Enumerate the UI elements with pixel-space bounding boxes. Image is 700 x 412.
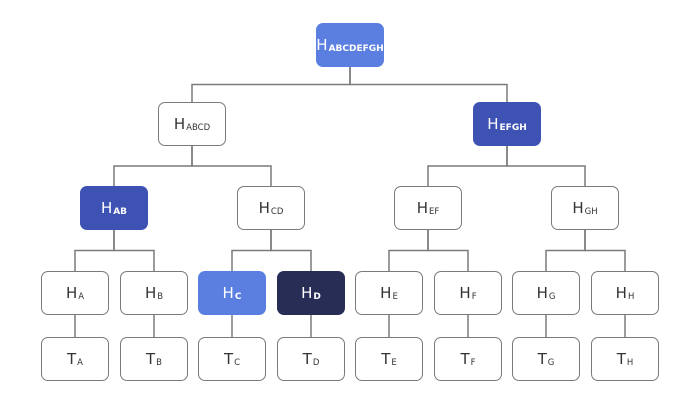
node-symbol: T	[67, 350, 77, 368]
node-symbol: H	[65, 284, 78, 302]
node-symbol: H	[615, 284, 627, 302]
node-subscript: G	[548, 292, 556, 302]
node-symbol: H	[416, 199, 428, 217]
node-subscript: F	[470, 358, 476, 368]
node-subscript: EF	[429, 207, 440, 217]
edge-GH-Hh	[584, 230, 626, 271]
node-symbol: T	[616, 350, 626, 368]
edge-EFGH-GH	[506, 146, 586, 186]
node-symbol: H	[487, 115, 499, 133]
node-symbol: H	[572, 199, 584, 217]
node-subscript: B	[157, 292, 164, 302]
edge-GH-G	[545, 230, 586, 271]
edge-AB-B	[113, 230, 155, 271]
node-subscript: AB	[113, 207, 128, 217]
node-symbol: H	[144, 284, 157, 302]
edge-ABCD-AB	[113, 146, 193, 186]
node-subscript: D	[313, 292, 321, 302]
node-subscript: ABCD	[186, 123, 211, 133]
edge-CD-C	[231, 230, 272, 271]
node-symbol: T	[223, 350, 234, 368]
node-subscript: EFGH	[499, 123, 527, 133]
node-symbol: T	[460, 350, 470, 368]
node-symbol: H	[222, 284, 234, 302]
node-symbol: H	[380, 284, 392, 302]
node-subscript: D	[312, 358, 320, 368]
node-subscript: E	[392, 292, 398, 302]
node-symbol: T	[381, 350, 391, 368]
node-subscript: H	[626, 358, 634, 368]
edge-EFGH-EF	[427, 146, 508, 186]
node-subscript: A	[78, 292, 85, 302]
node-symbol: T	[537, 350, 547, 368]
node-subscript: ABCDEFGH	[328, 44, 384, 54]
node-subscript: C	[234, 358, 241, 368]
node-subscript: CD	[270, 207, 284, 217]
node-symbol: T	[145, 350, 156, 368]
node-subscript: B	[156, 358, 162, 368]
node-subscript: G	[547, 358, 555, 368]
node-symbol: H	[258, 199, 270, 217]
node-subscript: E	[391, 358, 397, 368]
edge-ABCD-CD	[191, 146, 272, 186]
node-symbol: H	[301, 284, 313, 302]
node-symbol: T	[302, 350, 312, 368]
node-symbol: H	[316, 36, 328, 54]
node-symbol: H	[100, 199, 113, 217]
node-subscript: F	[471, 292, 477, 302]
edge-CD-D	[270, 230, 312, 271]
edge-EF-E	[388, 230, 429, 271]
node-subscript: A	[77, 358, 83, 368]
edge-ABCDEFGH-EFGH	[349, 67, 508, 102]
node-symbol: H	[459, 284, 471, 302]
edge-EF-F	[427, 230, 469, 271]
node-subscript: GH	[584, 207, 598, 217]
node-symbol: H	[173, 115, 186, 133]
node-symbol: H	[536, 284, 548, 302]
edge-ABCDEFGH-ABCD	[191, 67, 351, 102]
edge-AB-A	[74, 230, 115, 271]
node-subscript: H	[627, 292, 635, 302]
node-subscript: C	[234, 292, 242, 302]
